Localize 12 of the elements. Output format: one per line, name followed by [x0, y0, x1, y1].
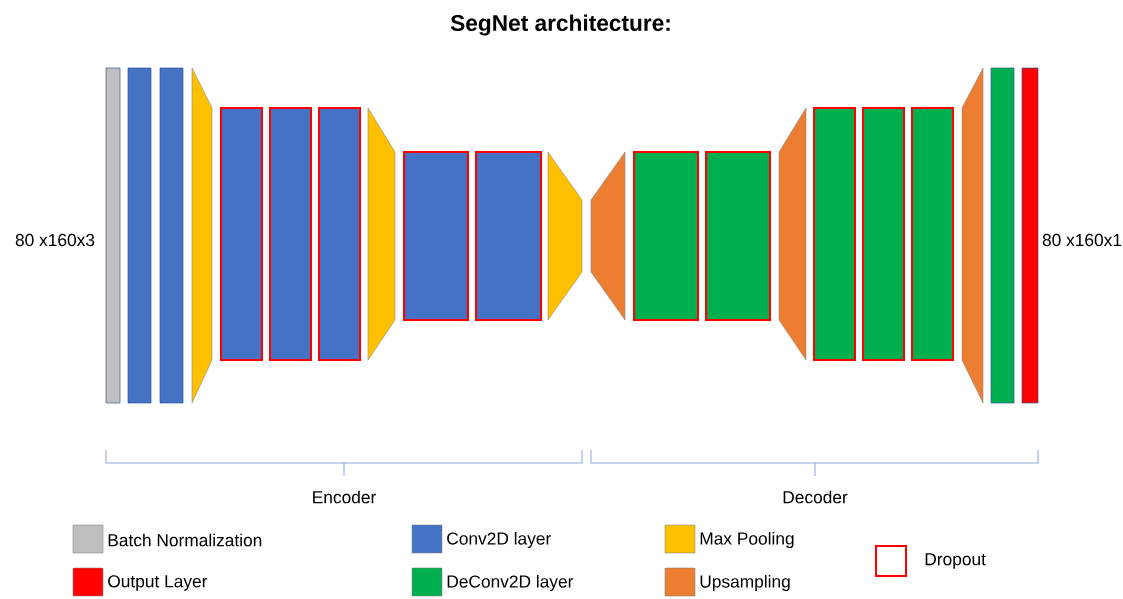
dimension-label: 80 x160x3: [15, 233, 95, 247]
section-label: Decoder: [783, 490, 848, 504]
legend-label: Upsampling: [700, 574, 790, 592]
legend-label: Max Pooling: [700, 531, 794, 549]
legend-label: Output Layer: [108, 575, 208, 591]
legend-label: Batch Normalization: [108, 533, 262, 547]
legend-label: Dropout: [925, 553, 986, 569]
legend-label: Conv2D layer: [447, 531, 551, 549]
legend-label: DeConv2D layer: [447, 574, 574, 592]
dimension-label: 80 x160x1: [1042, 233, 1122, 247]
title: SegNet architecture:: [450, 14, 670, 36]
section-label: Encoder: [313, 490, 376, 504]
